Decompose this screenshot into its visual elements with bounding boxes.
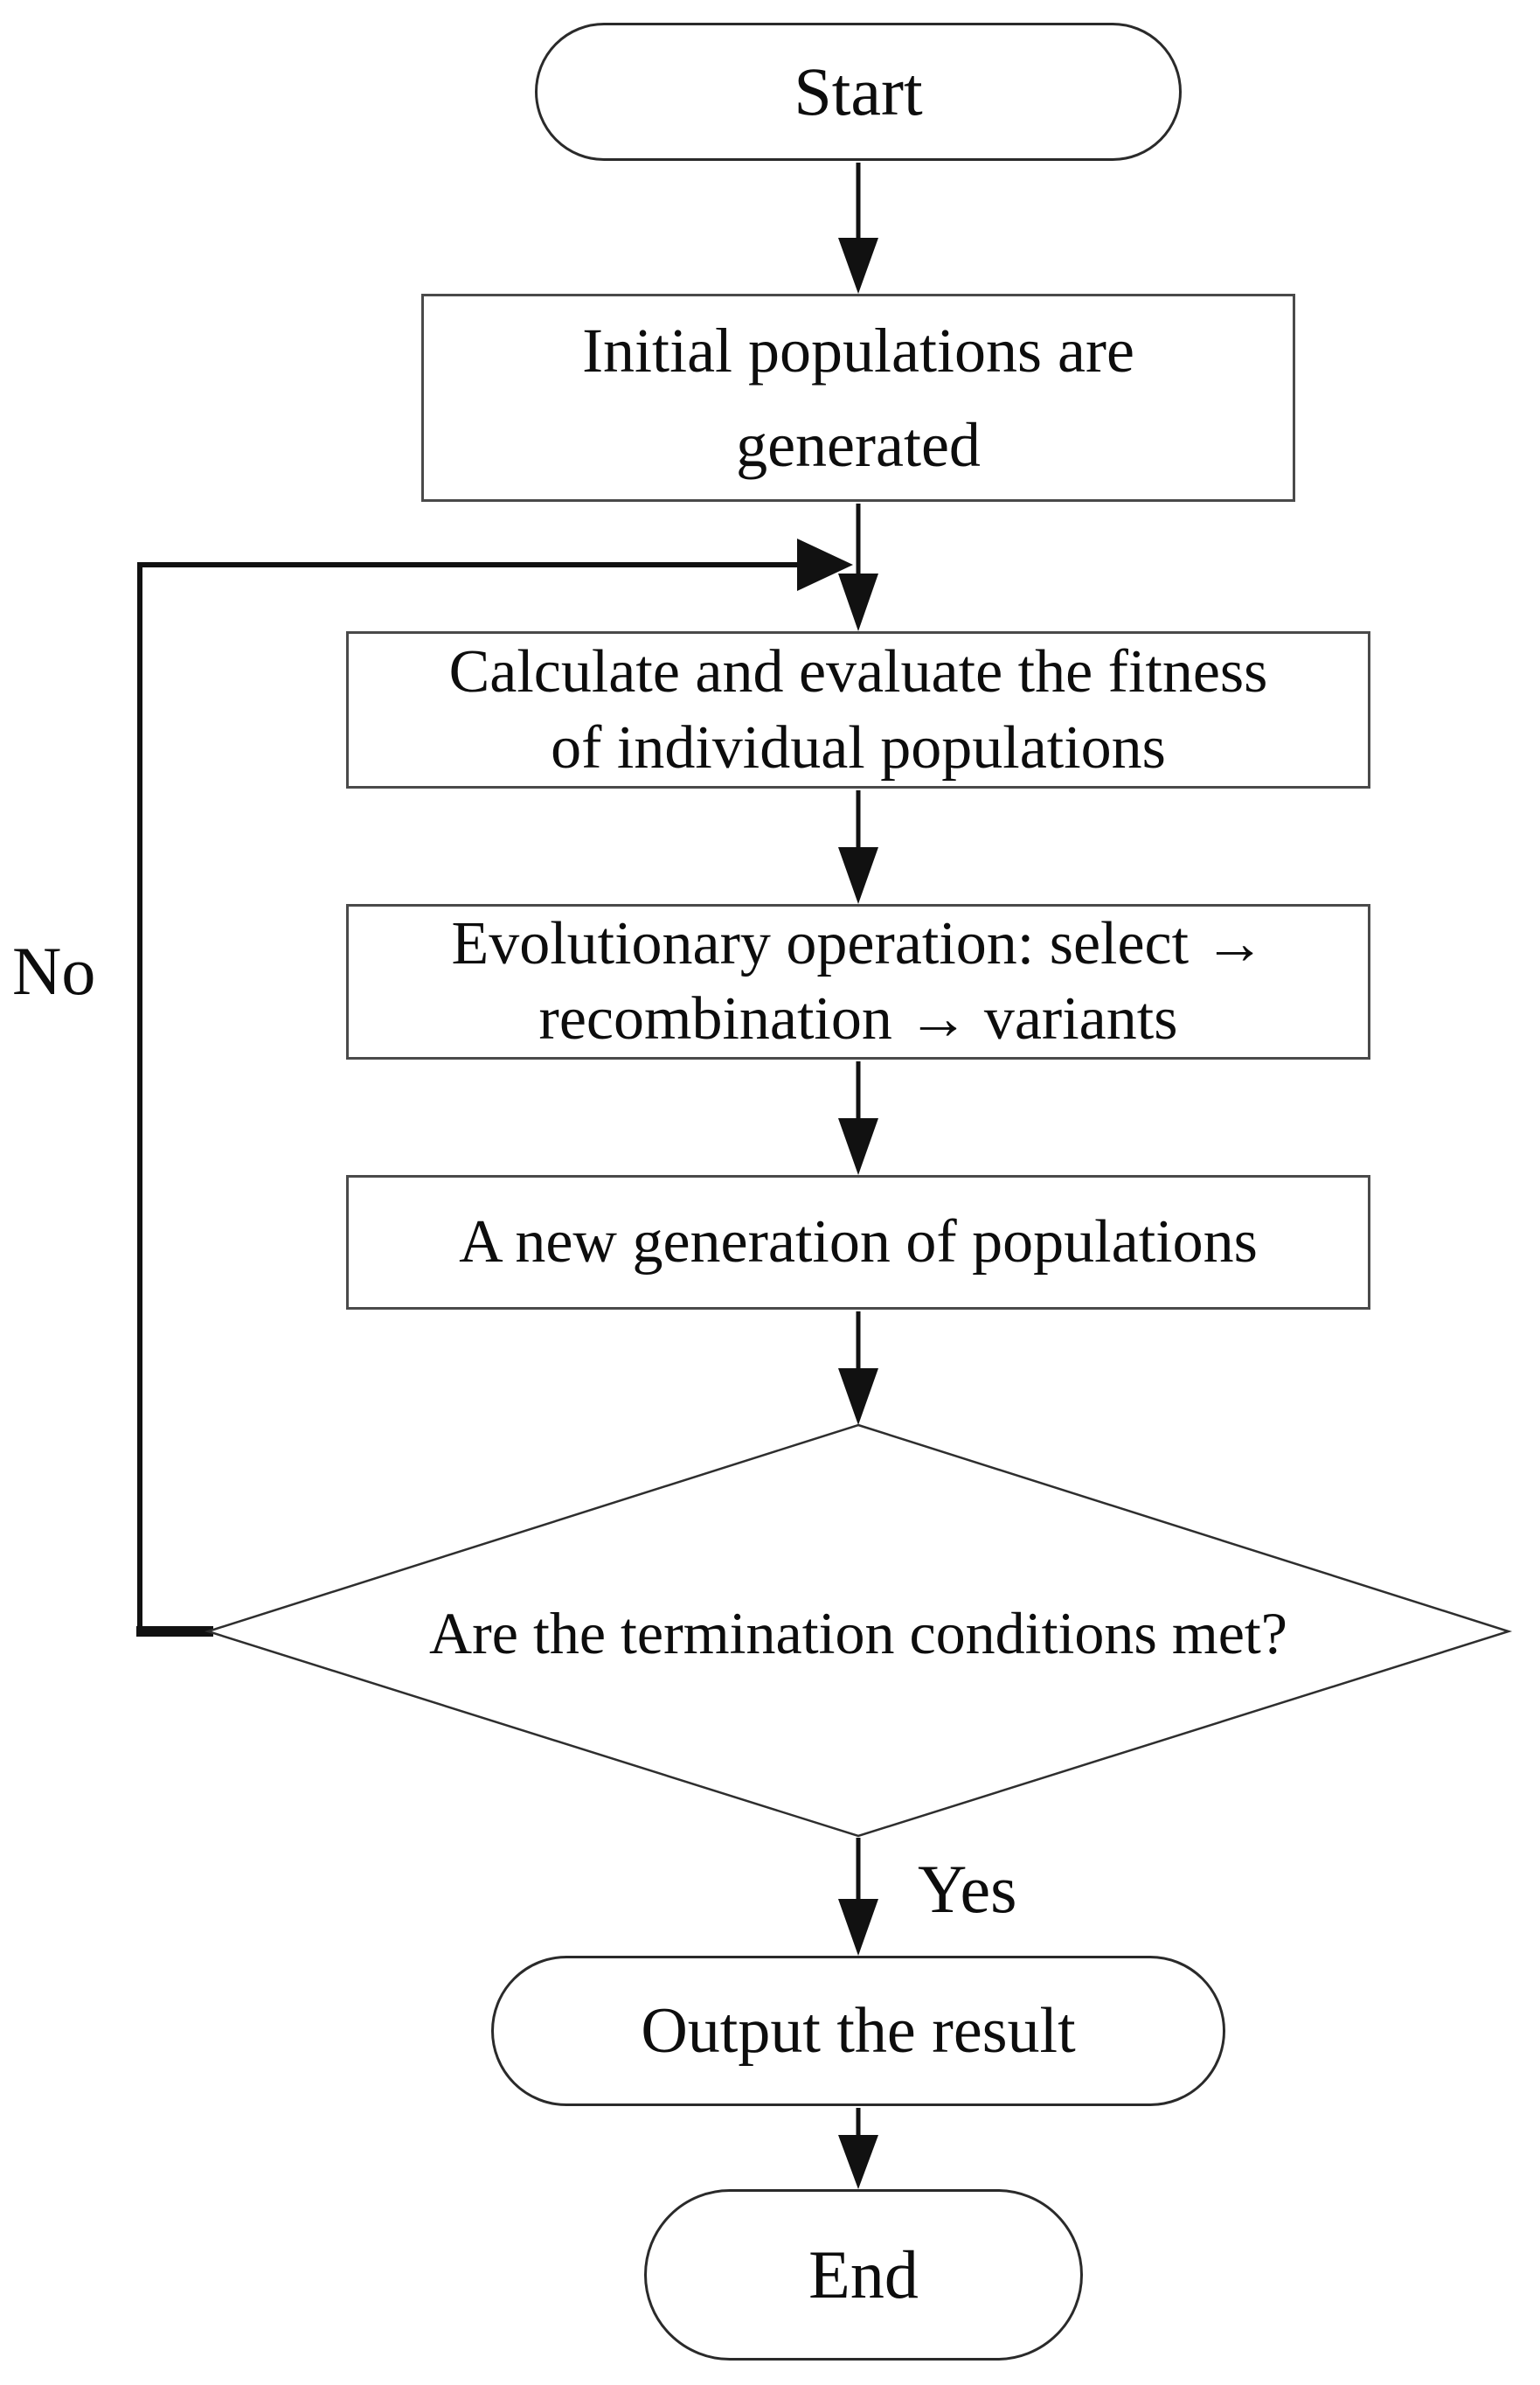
arrowhead-no-loop — [797, 539, 853, 591]
node-new-generation-label: A new generation of populations — [459, 1208, 1258, 1276]
node-start: Start — [535, 23, 1182, 161]
arrowhead-output-to-end — [838, 2135, 878, 2189]
arrowhead-evolution-to-newgen — [838, 1118, 878, 1175]
node-end-label: End — [808, 2236, 919, 2313]
decision-label: Are the termination conditions met? — [429, 1599, 1287, 1666]
edge-label-no: No — [12, 933, 96, 1009]
decision-diamond-shape — [204, 1423, 1513, 1838]
node-evolutionary-operation: Evolutionary operation: select → recombi… — [346, 904, 1370, 1060]
node-evolutionary-operation-line2: recombination → variants — [538, 985, 1178, 1053]
node-initial-populations-line1: Initial populations are — [582, 316, 1134, 386]
arrowhead-init-to-fitness — [838, 574, 878, 631]
node-output-result-label: Output the result — [641, 1994, 1076, 2067]
node-initial-populations-line2: generated — [736, 410, 981, 480]
node-end: End — [644, 2189, 1083, 2361]
node-initial-populations: Initial populations are generated — [421, 294, 1295, 502]
no-loop-line — [137, 562, 801, 1631]
arrowhead-fitness-to-evolution — [838, 847, 878, 904]
node-calculate-fitness: Calculate and evaluate the fitness of in… — [346, 631, 1370, 789]
node-calculate-fitness-line2: of individual populations — [551, 714, 1166, 782]
arrowhead-decision-to-output — [838, 1899, 878, 1956]
node-new-generation: A new generation of populations — [346, 1175, 1370, 1310]
node-output-result: Output the result — [491, 1956, 1225, 2106]
arrowhead-start-to-init — [838, 238, 878, 294]
node-evolutionary-operation-line1: Evolutionary operation: select → — [451, 910, 1266, 977]
node-start-label: Start — [794, 53, 923, 130]
edge-label-yes: Yes — [918, 1851, 1017, 1927]
node-calculate-fitness-line1: Calculate and evaluate the fitness — [448, 638, 1268, 706]
arrowhead-newgen-to-decision — [838, 1368, 878, 1425]
